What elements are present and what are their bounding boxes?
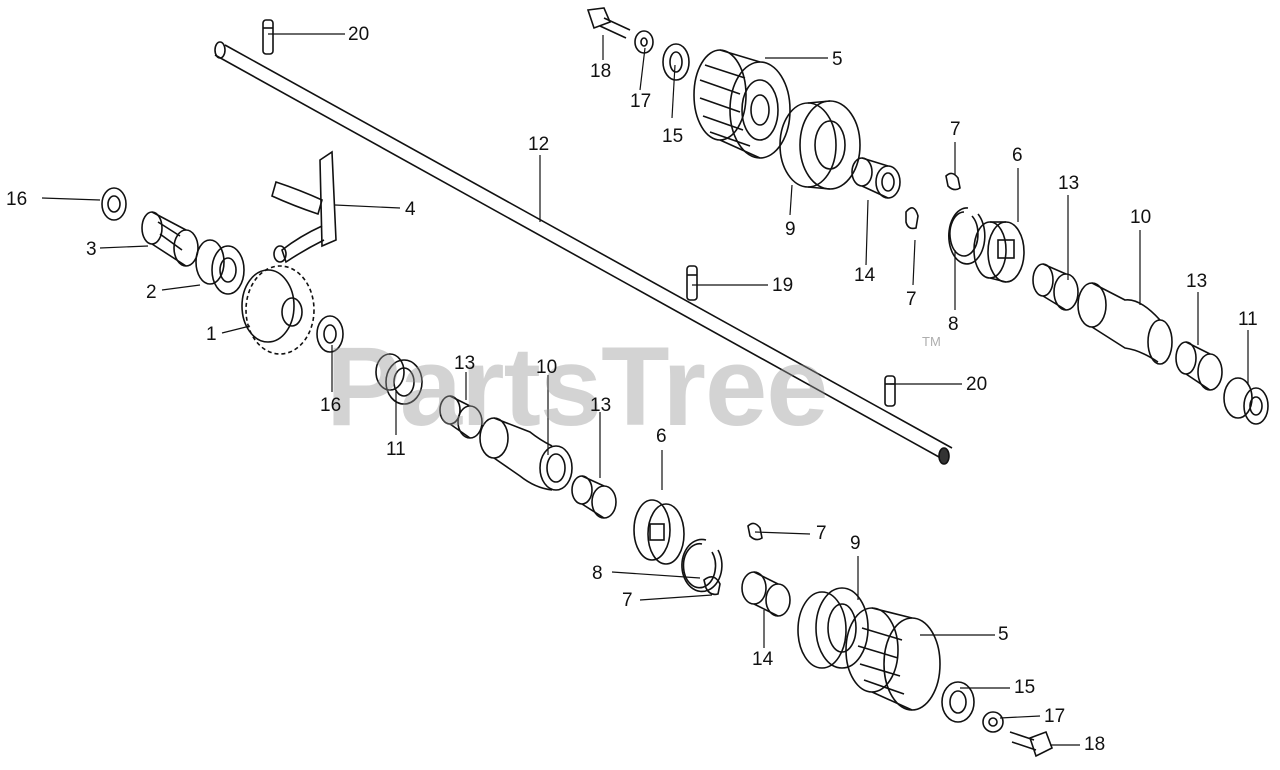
trademark-symbol: TM [922,334,941,349]
leader-lines [41,33,1249,746]
callout-7: 7 [622,590,633,611]
part-7-clip-b [905,207,919,230]
part-18-bolt-bottom [1009,730,1054,758]
part-11-nut-right [1223,377,1269,425]
part-1-gear [241,265,315,355]
callout-8: 8 [948,314,959,335]
callout-7: 7 [906,289,917,310]
callout-9: 9 [785,219,796,240]
part-12-shaft [214,41,953,465]
part-7-clip-c [747,522,763,541]
part-5-gear-lower [845,607,941,711]
part-3-sleeve [141,211,199,267]
part-9-ring-top [779,100,861,190]
callout-6: 6 [656,426,667,447]
part-16-washer-left [101,187,127,221]
part-4-shift-fork [271,150,337,264]
callout-11: 11 [386,439,406,460]
callout-11: 11 [1238,309,1258,330]
part-11-nut-mid [375,353,423,405]
callout-16: 16 [6,189,28,210]
part-2-clutch [195,239,245,295]
part-14-bushing-top [851,157,901,199]
callout-12: 12 [528,134,550,155]
callout-3: 3 [86,239,97,260]
callout-9: 9 [850,533,861,554]
callout-18: 18 [1084,734,1106,755]
part-6-cam-lower [633,499,685,565]
part-10-collar-mid [479,417,573,491]
part-14-bushing-lower [741,571,791,617]
callout-4: 4 [405,199,416,220]
part-6-cam-top [973,221,1025,283]
part-8-snapring-lower [681,538,723,593]
part-7-clip-a [945,172,961,191]
callout-1: 1 [206,324,217,345]
part-9-ring-lower [797,587,869,669]
part-17-washer-bottom [982,711,1004,733]
part-7-clip-d [703,576,721,596]
callout-10: 10 [1130,207,1152,228]
callout-13: 13 [590,395,612,416]
callout-5: 5 [832,49,843,70]
callout-17: 17 [1044,706,1066,727]
callout-13: 13 [1186,271,1208,292]
part-15-washer-bottom [941,681,975,723]
callout-14: 14 [752,649,774,670]
callout-17: 17 [630,91,652,112]
part-13-bushing-a [1032,263,1079,311]
callout-7: 7 [950,119,961,140]
part-20-pin-top [262,19,274,55]
part-10-collar-right [1077,282,1173,365]
callout-13: 13 [1058,173,1080,194]
callout-5: 5 [998,624,1009,645]
part-5-gear-top [693,49,791,159]
part-19-pin [686,265,698,301]
callout-6: 6 [1012,145,1023,166]
callout-14: 14 [854,265,876,286]
callout-15: 15 [1014,677,1036,698]
callout-19: 19 [772,275,794,296]
callout-18: 18 [590,61,612,82]
callout-20: 20 [966,374,988,395]
callout-7: 7 [816,523,827,544]
part-15-washer-top [662,43,690,81]
callout-2: 2 [146,282,157,303]
part-17-washer-top [634,30,654,54]
part-13-bushing-d [571,475,617,519]
part-8-snapring-top [948,207,986,265]
callout-16: 16 [320,395,342,416]
callout-15: 15 [662,126,684,147]
part-16-washer-mid [316,315,344,353]
part-13-bushing-c [439,395,483,439]
callout-20: 20 [348,24,370,45]
part-20-pin-right [884,375,896,407]
part-13-bushing-b [1175,341,1223,391]
callout-10: 10 [536,357,558,378]
callout-13: 13 [454,353,476,374]
callout-8: 8 [592,563,603,584]
part-18-bolt-top [586,7,631,39]
